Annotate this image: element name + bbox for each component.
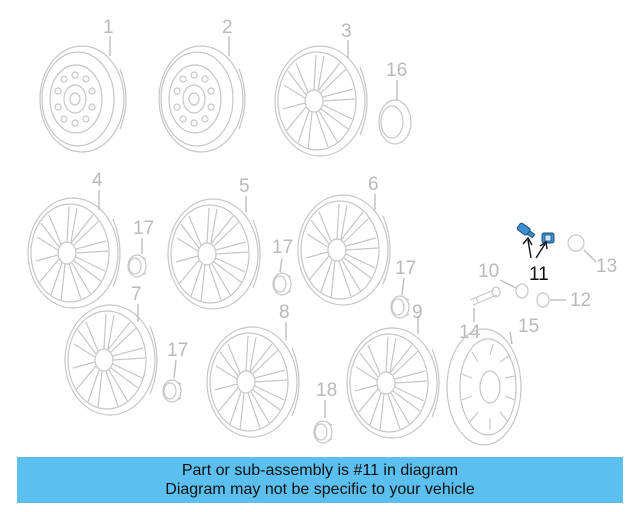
part-17-center-cap: 17	[272, 237, 293, 296]
callout-7: 7	[131, 284, 142, 305]
part-1-steel-wheel: 1	[39, 17, 127, 153]
callout-1: 1	[103, 17, 114, 38]
callout-9: 9	[412, 302, 423, 323]
part-10-valve-nut: 10	[478, 261, 529, 299]
callout-3: 3	[341, 21, 352, 42]
part-7-alloy-wheel: 7	[64, 284, 158, 416]
part-8-alloy-wheel: 8	[206, 302, 300, 438]
callout-17a: 17	[133, 218, 154, 239]
part-18-center-cap: 18	[313, 380, 337, 444]
callout-6: 6	[368, 174, 379, 195]
callout-16: 16	[386, 60, 407, 81]
callout-17d: 17	[167, 340, 188, 361]
part-6-alloy-wheel: 6	[297, 174, 391, 306]
callout-8: 8	[279, 302, 290, 323]
part-2-steel-wheel: 2	[158, 17, 246, 153]
part-17-center-cap: 17	[127, 218, 154, 278]
part-12-valve-cap: 12	[536, 290, 591, 311]
callout-5: 5	[239, 176, 250, 197]
part-17-center-cap: 17	[390, 258, 416, 319]
callout-17b: 17	[272, 237, 293, 258]
callout-11: 11	[529, 264, 549, 285]
caption-line-1: Part or sub-assembly is #11 in diagram	[181, 462, 459, 479]
part-16-hub-cap: 16	[378, 60, 412, 145]
part-5-alloy-wheel: 5	[167, 176, 261, 310]
callout-15: 15	[518, 316, 539, 337]
callout-4: 4	[92, 170, 103, 191]
part-3-alloy-wheel: 3	[274, 21, 368, 157]
callout-18: 18	[316, 380, 337, 401]
callout-13: 13	[596, 256, 617, 277]
part-14-valve-stem: 14	[459, 286, 501, 343]
caption-banner: Part or sub-assembly is #11 in diagram D…	[17, 457, 623, 503]
caption-line-2: Diagram may not be specific to your vehi…	[165, 481, 475, 498]
part-17-center-cap: 17	[162, 340, 188, 403]
callout-12: 12	[570, 290, 591, 311]
part-15-wheel-cover: 15	[446, 316, 539, 446]
callout-2: 2	[222, 17, 233, 38]
callout-10: 10	[478, 261, 499, 282]
callout-17c: 17	[395, 258, 416, 279]
part-11-tpms-sensor[interactable]: 11	[516, 222, 555, 285]
parts-diagram: 1 2 3 16 4 17 5 17	[27, 17, 617, 446]
part-9-alloy-wheel: 9	[346, 302, 440, 439]
part-4-alloy-wheel: 4	[27, 170, 121, 309]
part-13-valve-cap: 13	[567, 234, 617, 277]
